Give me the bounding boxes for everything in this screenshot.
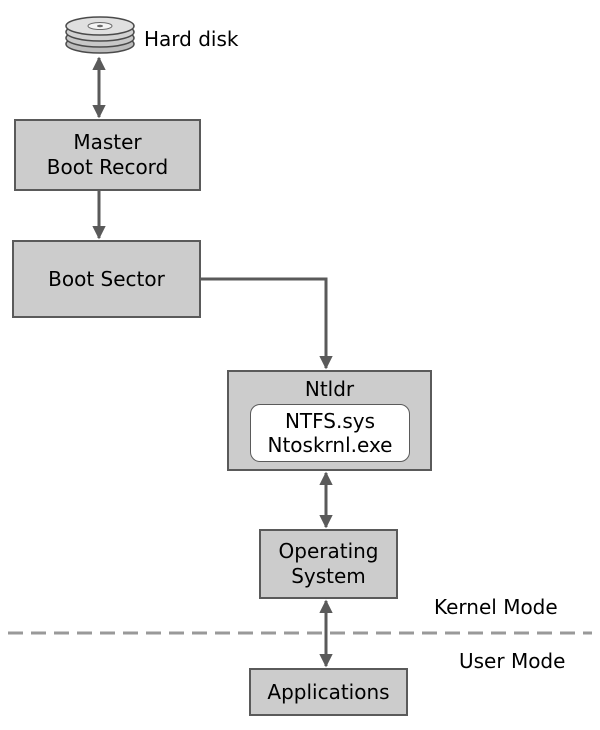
- mbr-label-line1: Master: [73, 130, 142, 154]
- applications-label: Applications: [267, 679, 390, 704]
- ntldr-box: Ntldr NTFS.sys Ntoskrnl.exe: [227, 370, 432, 471]
- os-label-line1: Operating: [278, 539, 379, 563]
- ntldr-files-panel: NTFS.sys Ntoskrnl.exe: [250, 404, 410, 462]
- arrow-bootsector-ntldr: [201, 277, 333, 370]
- hard-disk-label: Hard disk: [144, 27, 239, 51]
- user-mode-label: User Mode: [459, 649, 566, 673]
- mbr-label-line2: Boot Record: [46, 155, 169, 179]
- kernel-mode-label: Kernel Mode: [434, 595, 558, 619]
- ntldr-file-ntoskrnl: Ntoskrnl.exe: [267, 433, 393, 457]
- os-label-line2: System: [291, 564, 366, 588]
- applications-box: Applications: [249, 668, 408, 716]
- hard-disk-icon: [65, 16, 135, 54]
- operating-system-box: Operating System: [259, 529, 398, 599]
- boot-sector-box: Boot Sector: [12, 240, 201, 318]
- ntldr-file-ntfs: NTFS.sys: [284, 409, 376, 433]
- boot-sector-label: Boot Sector: [48, 266, 165, 291]
- master-boot-record-box: Master Boot Record: [14, 119, 201, 191]
- ntldr-title: Ntldr: [304, 377, 355, 401]
